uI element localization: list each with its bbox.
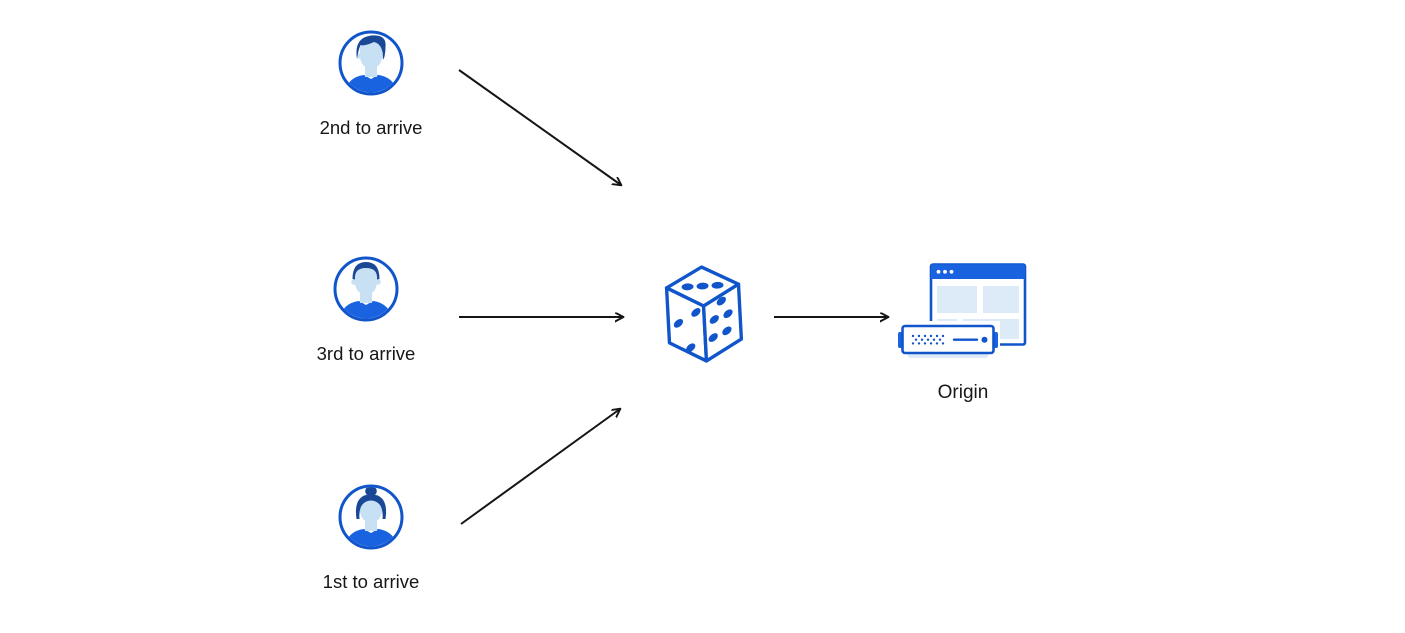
browser-server-icon — [898, 263, 1027, 359]
node-user-1st: 1st to arrive — [301, 484, 441, 594]
node-label: 3rd to arrive — [316, 343, 416, 364]
node-label: 1st to arrive — [322, 571, 420, 592]
node-dice — [664, 264, 744, 364]
man-quiff-avatar-icon — [338, 30, 404, 96]
node-user-3rd: 3rd to arrive — [296, 256, 436, 366]
edge-user1st-to-dice — [460, 409, 620, 525]
woman-bun-avatar-icon — [338, 484, 404, 550]
node-label: Origin — [937, 382, 989, 403]
dice-icon — [664, 265, 744, 363]
node-label: 2nd to arrive — [319, 117, 423, 138]
node-origin: Origin — [898, 263, 1028, 405]
edge-user2nd-to-dice — [458, 69, 621, 185]
man-short-hair-avatar-icon — [333, 256, 399, 322]
node-user-2nd: 2nd to arrive — [301, 30, 441, 140]
